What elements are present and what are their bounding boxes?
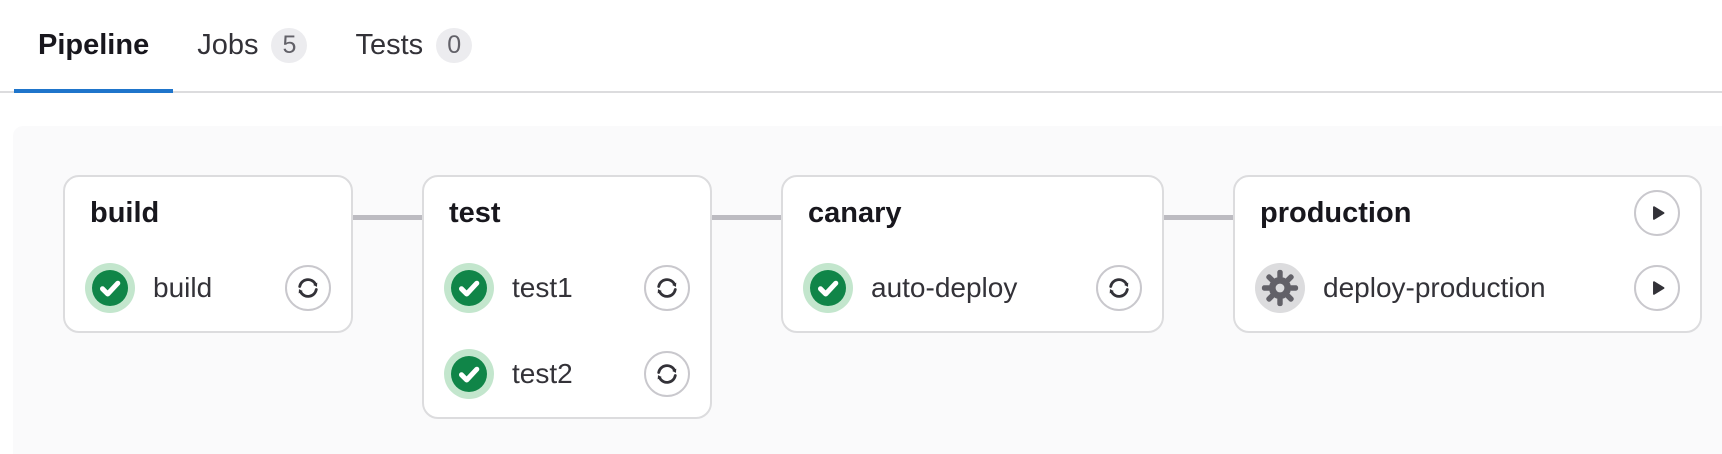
- stage-connector: [1164, 215, 1233, 220]
- stage-title: build: [90, 196, 160, 229]
- tab-jobs-label: Jobs: [197, 29, 259, 61]
- tab-tests[interactable]: Tests 0: [331, 0, 496, 91]
- retry-job-button[interactable]: [285, 265, 331, 311]
- pipeline-tab-bar: Pipeline Jobs 5 Tests 0: [0, 0, 1722, 93]
- stage-jobs-canary: auto-deploy: [803, 263, 1142, 313]
- job-test1[interactable]: test1: [444, 263, 690, 313]
- status-success-icon: [85, 263, 135, 313]
- job-name: test1: [512, 272, 573, 303]
- retry-job-button[interactable]: [1096, 265, 1142, 311]
- stage-header-test: test: [444, 190, 690, 236]
- stage-jobs-production: deploy-production: [1255, 263, 1680, 313]
- stage-jobs-test: test1: [444, 263, 690, 399]
- stage-header-canary: canary: [803, 190, 1142, 236]
- job-auto-deploy[interactable]: auto-deploy: [803, 263, 1142, 313]
- status-success-icon: [444, 263, 494, 313]
- job-name: deploy-production: [1323, 272, 1546, 303]
- stage-header-production: production: [1255, 190, 1680, 236]
- job-name: test2: [512, 358, 573, 389]
- stage-connector: [712, 215, 781, 220]
- status-success-icon: [803, 263, 853, 313]
- stage-card-build: build build: [63, 175, 353, 333]
- job-build[interactable]: build: [85, 263, 331, 313]
- tab-pipeline[interactable]: Pipeline: [14, 0, 174, 93]
- status-manual-gear-icon: [1255, 263, 1305, 313]
- stage-title: test: [449, 196, 501, 229]
- tab-jobs[interactable]: Jobs 5: [173, 0, 331, 91]
- pipeline-graph: build build: [63, 175, 1722, 419]
- stage-title: production: [1260, 196, 1412, 229]
- status-success-icon: [444, 349, 494, 399]
- pipeline-graph-panel: build build: [13, 126, 1722, 454]
- stage-jobs-build: build: [85, 263, 331, 313]
- stage-connector: [353, 215, 422, 220]
- play-stage-button[interactable]: [1634, 190, 1680, 236]
- stage-card-production: production: [1233, 175, 1702, 333]
- stage-header-build: build: [85, 190, 331, 236]
- stage-title: canary: [808, 196, 902, 229]
- tab-tests-label: Tests: [355, 29, 424, 61]
- stage-card-canary: canary auto-deploy: [781, 175, 1164, 333]
- retry-job-button[interactable]: [644, 265, 690, 311]
- job-test2[interactable]: test2: [444, 349, 690, 399]
- retry-job-button[interactable]: [644, 351, 690, 397]
- job-deploy-production[interactable]: deploy-production: [1255, 263, 1680, 313]
- job-name: build: [153, 272, 213, 303]
- jobs-count-badge: 5: [271, 28, 308, 63]
- tab-pipeline-label: Pipeline: [38, 29, 150, 61]
- stage-card-test: test test1: [422, 175, 712, 419]
- tests-count-badge: 0: [436, 28, 473, 63]
- play-job-button[interactable]: [1634, 265, 1680, 311]
- job-name: auto-deploy: [871, 272, 1018, 303]
